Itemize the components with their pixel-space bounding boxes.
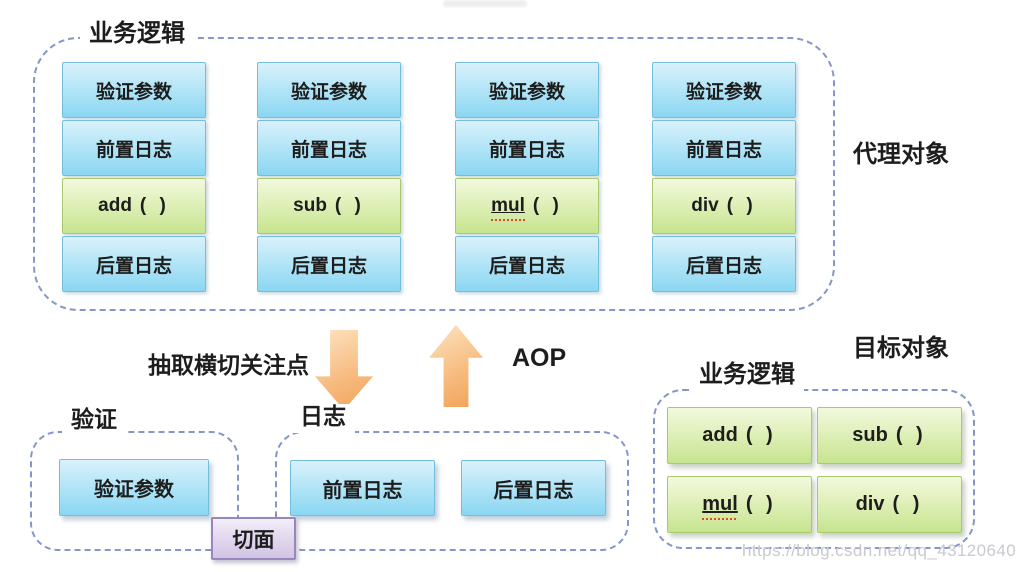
arrow-down-icon (315, 330, 373, 410)
function-name: mul (702, 493, 738, 520)
cell-validate-params: 验证参数 (62, 62, 206, 118)
arrow-up-icon (429, 325, 483, 407)
log-group-container (275, 431, 629, 551)
cell-pre-log: 前置日志 (455, 120, 599, 176)
cell-validate-params: 验证参数 (455, 62, 599, 118)
cell-pre-log: 前置日志 (257, 120, 401, 176)
target-container-label: 业务逻辑 (690, 361, 804, 393)
cell-validate-params: 验证参数 (652, 62, 796, 118)
proxy-object-label: 代理对象 (853, 141, 949, 168)
target-object-label: 目标对象 (853, 335, 949, 362)
function-name: add (702, 424, 738, 446)
function-paren: ( ) (726, 195, 757, 216)
function-paren: ( ) (892, 493, 924, 515)
proxy-column-add: 验证参数 前置日志 add ( ) 后置日志 (62, 62, 206, 292)
proxy-column-mul: 验证参数 前置日志 mul ( ) 后置日志 (455, 62, 599, 292)
watermark: https://blog.csdn.net/qq_43120640 (742, 541, 1017, 560)
validation-group-container (30, 431, 239, 551)
proxy-business-logic-container (33, 37, 835, 311)
log-group-label: 日志 (291, 403, 355, 434)
target-fn-mul-box: mul ( ) (667, 476, 812, 533)
proxy-column-div: 验证参数 前置日志 div ( ) 后置日志 (652, 62, 796, 292)
function-name: mul (491, 195, 525, 221)
artifact-smudge (443, 0, 527, 7)
function-paren: ( ) (139, 195, 170, 216)
validate-params-box: 验证参数 (59, 459, 209, 516)
cell-function-div: div ( ) (652, 178, 796, 234)
target-business-logic-container (653, 389, 975, 549)
cell-function-mul: mul ( ) (455, 178, 599, 234)
post-log-box: 后置日志 (461, 460, 606, 516)
target-fn-sub-box: sub ( ) (817, 407, 962, 464)
function-name: sub (852, 424, 888, 446)
function-name: add (98, 195, 132, 216)
cell-pre-log: 前置日志 (652, 120, 796, 176)
cell-validate-params: 验证参数 (257, 62, 401, 118)
extract-crosscut-label: 抽取横切关注点 (148, 352, 309, 378)
proxy-container-label: 业务逻辑 (80, 20, 194, 52)
function-name: sub (293, 195, 327, 216)
cell-function-add: add ( ) (62, 178, 206, 234)
function-name: div (855, 493, 885, 515)
cell-function-sub: sub ( ) (257, 178, 401, 234)
target-fn-add-box: add ( ) (667, 407, 812, 464)
cell-post-log: 后置日志 (62, 236, 206, 292)
function-paren: ( ) (895, 424, 927, 446)
function-paren: ( ) (334, 195, 365, 216)
aspect-tag: 切面 (211, 517, 296, 560)
cell-post-log: 后置日志 (257, 236, 401, 292)
function-paren: ( ) (745, 493, 777, 515)
validation-group-label: 验证 (62, 406, 126, 437)
function-paren: ( ) (532, 195, 563, 216)
cell-post-log: 后置日志 (652, 236, 796, 292)
target-fn-div-box: div ( ) (817, 476, 962, 533)
function-name: div (691, 195, 719, 216)
aop-label: AOP (512, 344, 567, 372)
pre-log-box: 前置日志 (290, 460, 435, 516)
cell-pre-log: 前置日志 (62, 120, 206, 176)
proxy-column-sub: 验证参数 前置日志 sub ( ) 后置日志 (257, 62, 401, 292)
function-paren: ( ) (745, 424, 777, 446)
cell-post-log: 后置日志 (455, 236, 599, 292)
